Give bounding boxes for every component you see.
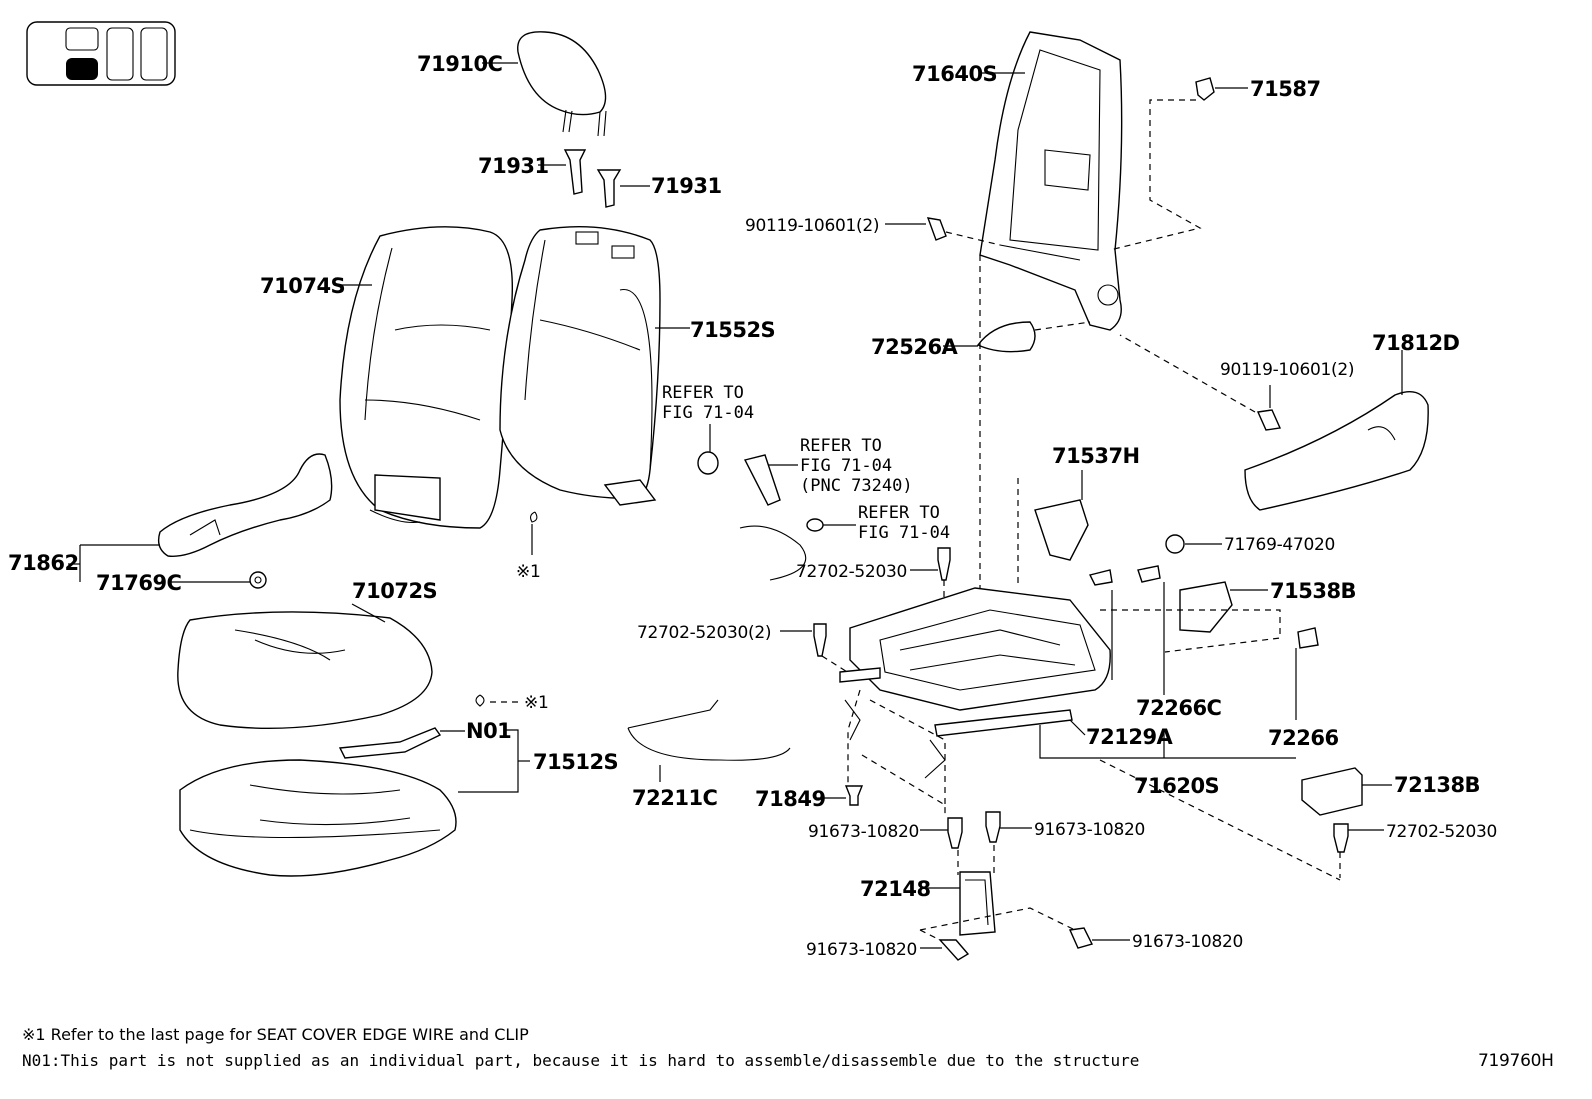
edge-wire-part[interactable] xyxy=(338,727,442,759)
grommet-ref3[interactable] xyxy=(806,518,824,532)
headrest-part[interactable] xyxy=(517,31,607,137)
clip-71769-47020[interactable] xyxy=(1165,534,1185,554)
mark-1-lower: ※1 xyxy=(524,693,548,713)
label-71931-right: 71931 xyxy=(651,174,722,198)
label-N01: N01 xyxy=(466,719,511,743)
ref1-line2: FIG 71-04 xyxy=(662,403,754,423)
bolt-90119-lower[interactable] xyxy=(1256,409,1282,431)
label-71587: 71587 xyxy=(1250,77,1321,101)
clip-71769C[interactable] xyxy=(249,571,267,589)
bolt-91673-b[interactable] xyxy=(985,811,1001,843)
label-71640S: 71640S xyxy=(912,62,997,86)
seatbelt-buckle-ref[interactable] xyxy=(739,454,807,581)
switch-71537H[interactable] xyxy=(1034,499,1089,561)
cover-72138B[interactable] xyxy=(1301,767,1363,816)
clip-72266[interactable] xyxy=(1297,627,1319,649)
footnote-clip: ※1 Refer to the last page for SEAT COVER… xyxy=(22,1025,529,1044)
side-shield-part[interactable] xyxy=(157,453,333,557)
ref3-line2: FIG 71-04 xyxy=(858,523,950,543)
label-91673-b: 91673-10820 xyxy=(1034,820,1145,840)
harness-72211C[interactable] xyxy=(627,699,791,761)
ref2-line1: REFER TO xyxy=(800,436,882,456)
bracket-72148[interactable] xyxy=(959,871,996,936)
label-71812D: 71812D xyxy=(1372,331,1460,355)
label-71931-left: 71931 xyxy=(478,154,549,178)
bolt-72702-pair[interactable] xyxy=(813,623,827,657)
label-72138B: 72138B xyxy=(1394,773,1480,797)
bolt-72702-upper[interactable] xyxy=(937,547,951,581)
label-71849: 71849 xyxy=(755,787,826,811)
label-90119-lower: 90119-10601(2) xyxy=(1220,360,1354,380)
label-71538B: 71538B xyxy=(1270,579,1356,603)
bolt-91673-d[interactable] xyxy=(1068,927,1094,949)
side-cover-part[interactable] xyxy=(1244,391,1429,511)
clip-72266C-b[interactable] xyxy=(1137,565,1161,583)
bracket-71587[interactable] xyxy=(1195,77,1215,101)
seatback-frame-part[interactable] xyxy=(979,31,1123,331)
ref2-line2: FIG 71-04 xyxy=(800,456,892,476)
label-72129A: 72129A xyxy=(1086,725,1174,749)
label-91673-a: 91673-10820 xyxy=(808,822,919,842)
label-71620S: 71620S xyxy=(1134,774,1219,798)
headrest-support-left[interactable] xyxy=(563,149,587,195)
label-72148: 72148 xyxy=(860,877,931,901)
figure-id: 719760H xyxy=(1478,1051,1554,1071)
label-72266: 72266 xyxy=(1268,726,1339,750)
label-72526A: 72526A xyxy=(871,335,959,359)
seat-cushion-pad-part[interactable] xyxy=(179,759,457,877)
ref2-line3: (PNC 73240) xyxy=(800,476,913,496)
label-71074S: 71074S xyxy=(260,274,345,298)
seat-position-icon xyxy=(26,21,176,86)
seatback-pad-part[interactable] xyxy=(499,225,661,506)
headrest-support-right[interactable] xyxy=(596,169,622,208)
label-71862: 71862 xyxy=(8,551,79,575)
label-72702-lower: 72702-52030 xyxy=(1386,822,1497,842)
clip-72266C-a[interactable] xyxy=(1088,569,1113,586)
label-71769-47020: 71769-47020 xyxy=(1224,535,1335,555)
label-71910C: 71910C xyxy=(417,52,503,76)
bolt-90119-upper[interactable] xyxy=(926,217,947,241)
label-72266C: 72266C xyxy=(1136,696,1222,720)
bolt-72702-lower[interactable] xyxy=(1333,823,1349,853)
label-91673-d: 91673-10820 xyxy=(1132,932,1243,952)
ref1-line1: REFER TO xyxy=(662,383,744,403)
label-71537H: 71537H xyxy=(1052,444,1140,468)
bolt-91673-a[interactable] xyxy=(947,817,963,849)
ref3-line1: REFER TO xyxy=(858,503,940,523)
seat-cushion-cover-part[interactable] xyxy=(177,611,433,730)
label-71552S: 71552S xyxy=(690,318,775,342)
label-72211C: 72211C xyxy=(632,786,718,810)
footnote-N01: N01:This part is not supplied as an indi… xyxy=(22,1051,1139,1070)
clip-71849[interactable] xyxy=(844,785,864,806)
label-71512S: 71512S xyxy=(533,750,618,774)
grommet-ref1[interactable] xyxy=(697,451,719,475)
label-91673-c: 91673-10820 xyxy=(806,940,917,960)
mark-1-upper: ※1 xyxy=(516,562,540,582)
seat-cushion-frame-part[interactable] xyxy=(839,587,1111,779)
switch-71538B[interactable] xyxy=(1179,581,1233,633)
label-90119-upper: 90119-10601(2) xyxy=(745,216,879,236)
bolt-91673-c[interactable] xyxy=(938,939,970,961)
label-72702-upper: 72702-52030 xyxy=(796,562,907,582)
label-71072S: 71072S xyxy=(352,579,437,603)
seatback-cover-part[interactable] xyxy=(339,226,514,529)
recliner-knob-part[interactable] xyxy=(976,321,1036,353)
label-72702-pair: 72702-52030(2) xyxy=(637,623,771,643)
label-71769C: 71769C xyxy=(96,571,182,595)
